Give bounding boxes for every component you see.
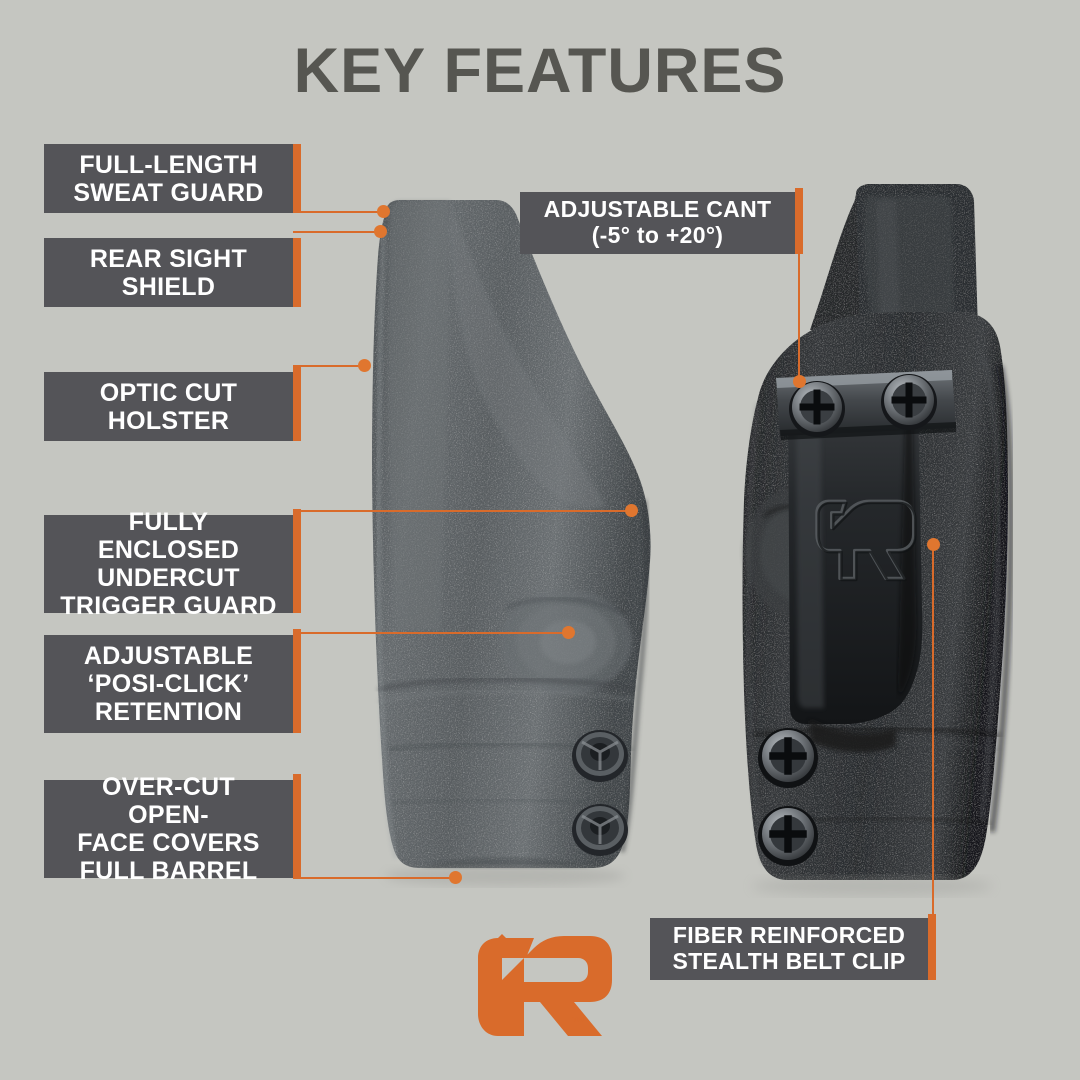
leader-line <box>293 632 568 634</box>
r-logo-icon <box>478 934 612 1036</box>
callout-full-length-sweat-guard[interactable]: FULL-LENGTH SWEAT GUARD <box>44 144 293 213</box>
holster-back-image <box>660 180 1030 900</box>
callout-adjustable-cant[interactable]: ADJUSTABLE CANT (-5° to +20°) <box>520 192 795 254</box>
callout-accent-bar <box>293 509 301 613</box>
retention-screw-lower <box>572 804 628 856</box>
callout-fully-enclosed-undercut-trigger-guard[interactable]: FULLY ENCLOSED UNDERCUT TRIGGER GUARD <box>44 508 293 620</box>
callout-label: REAR SIGHT SHIELD <box>89 244 248 301</box>
callout-label: FIBER REINFORCED STEALTH BELT CLIP <box>672 922 906 974</box>
callout-accent-bar <box>293 238 301 307</box>
leader-dot <box>793 375 806 388</box>
leader-line <box>293 365 364 367</box>
callout-accent-bar <box>293 774 301 878</box>
cant-screw-left <box>789 381 845 437</box>
callout-label: OVER-CUT OPEN- FACE COVERS FULL BARREL <box>77 773 260 885</box>
callout-accent-bar <box>928 914 936 980</box>
callout-accent-bar <box>293 366 301 441</box>
trademark-symbol: ™ <box>572 1014 585 1029</box>
leader-line <box>293 211 381 213</box>
leader-dot <box>562 626 575 639</box>
callout-label: ADJUSTABLE CANT (-5° to +20°) <box>543 196 772 248</box>
leader-dot <box>449 871 462 884</box>
retention-screw-upper <box>572 730 628 782</box>
cant-screw-right <box>881 374 937 430</box>
leader-dot <box>625 504 638 517</box>
callout-over-cut-open-face-covers-full-barrel[interactable]: OVER-CUT OPEN- FACE COVERS FULL BARREL <box>44 773 293 885</box>
leader-line <box>798 250 800 382</box>
callout-optic-cut-holster[interactable]: OPTIC CUT HOLSTER <box>44 372 293 441</box>
leader-dot <box>377 205 390 218</box>
leader-line <box>293 510 631 512</box>
leader-dot <box>358 359 371 372</box>
callout-adjustable-posi-click-retention[interactable]: ADJUSTABLE ‘POSI-CLICK’ RETENTION <box>44 635 293 733</box>
callout-accent-bar <box>293 144 301 213</box>
shell-screw-upper <box>758 728 818 788</box>
callout-accent-bar <box>795 188 803 254</box>
brand-logo <box>462 918 622 1038</box>
holster-front-image <box>300 190 660 890</box>
page-title: KEY FEATURES <box>293 36 787 106</box>
callout-label: FULLY ENCLOSED UNDERCUT TRIGGER GUARD <box>60 508 277 620</box>
callout-label: OPTIC CUT HOLSTER <box>99 378 238 435</box>
leader-line <box>293 877 457 879</box>
callout-label: ADJUSTABLE ‘POSI-CLICK’ RETENTION <box>83 642 254 726</box>
callout-rear-sight-shield[interactable]: REAR SIGHT SHIELD <box>44 238 293 307</box>
leader-line <box>293 231 378 233</box>
leader-dot <box>374 225 387 238</box>
leader-dot <box>927 538 940 551</box>
leader-line <box>932 544 934 918</box>
callout-accent-bar <box>293 629 301 733</box>
shell-screw-lower <box>758 806 818 866</box>
clip-emboss-logo <box>815 499 917 582</box>
callout-label: FULL-LENGTH SWEAT GUARD <box>73 150 264 207</box>
callout-fiber-reinforced-stealth-belt-clip[interactable]: FIBER REINFORCED STEALTH BELT CLIP <box>650 918 928 980</box>
